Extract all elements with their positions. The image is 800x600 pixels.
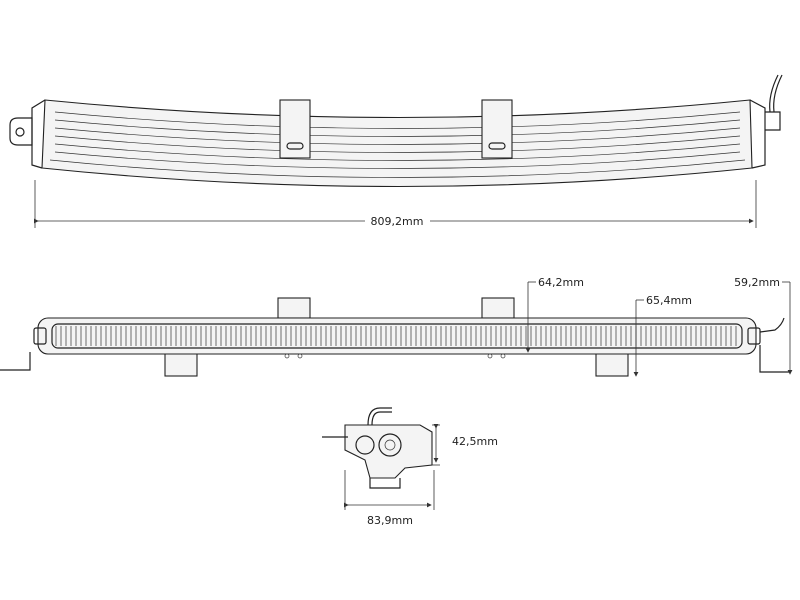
height-label: 59,2mm [734, 276, 780, 289]
front-dimensions: 64,2mm 65,4mm 59,2mm [525, 276, 793, 377]
front-view-light-bar [0, 297, 790, 377]
side-width-label: 83,9mm [367, 514, 413, 527]
side-dimensions: 42,5mm 83,9mm [344, 424, 498, 527]
top-view-light-bar [9, 74, 783, 188]
side-height-label: 42,5mm [452, 435, 498, 448]
mounting-bracket-left [279, 99, 311, 159]
depth-label: 64,2mm [538, 276, 584, 289]
side-view-light-bar [322, 407, 433, 489]
overall-width-label: 809,2mm [371, 215, 424, 228]
depth-with-bracket-label: 65,4mm [646, 294, 692, 307]
mounting-bracket-right [481, 99, 513, 159]
top-width-dimension: 809,2mm [34, 180, 757, 228]
